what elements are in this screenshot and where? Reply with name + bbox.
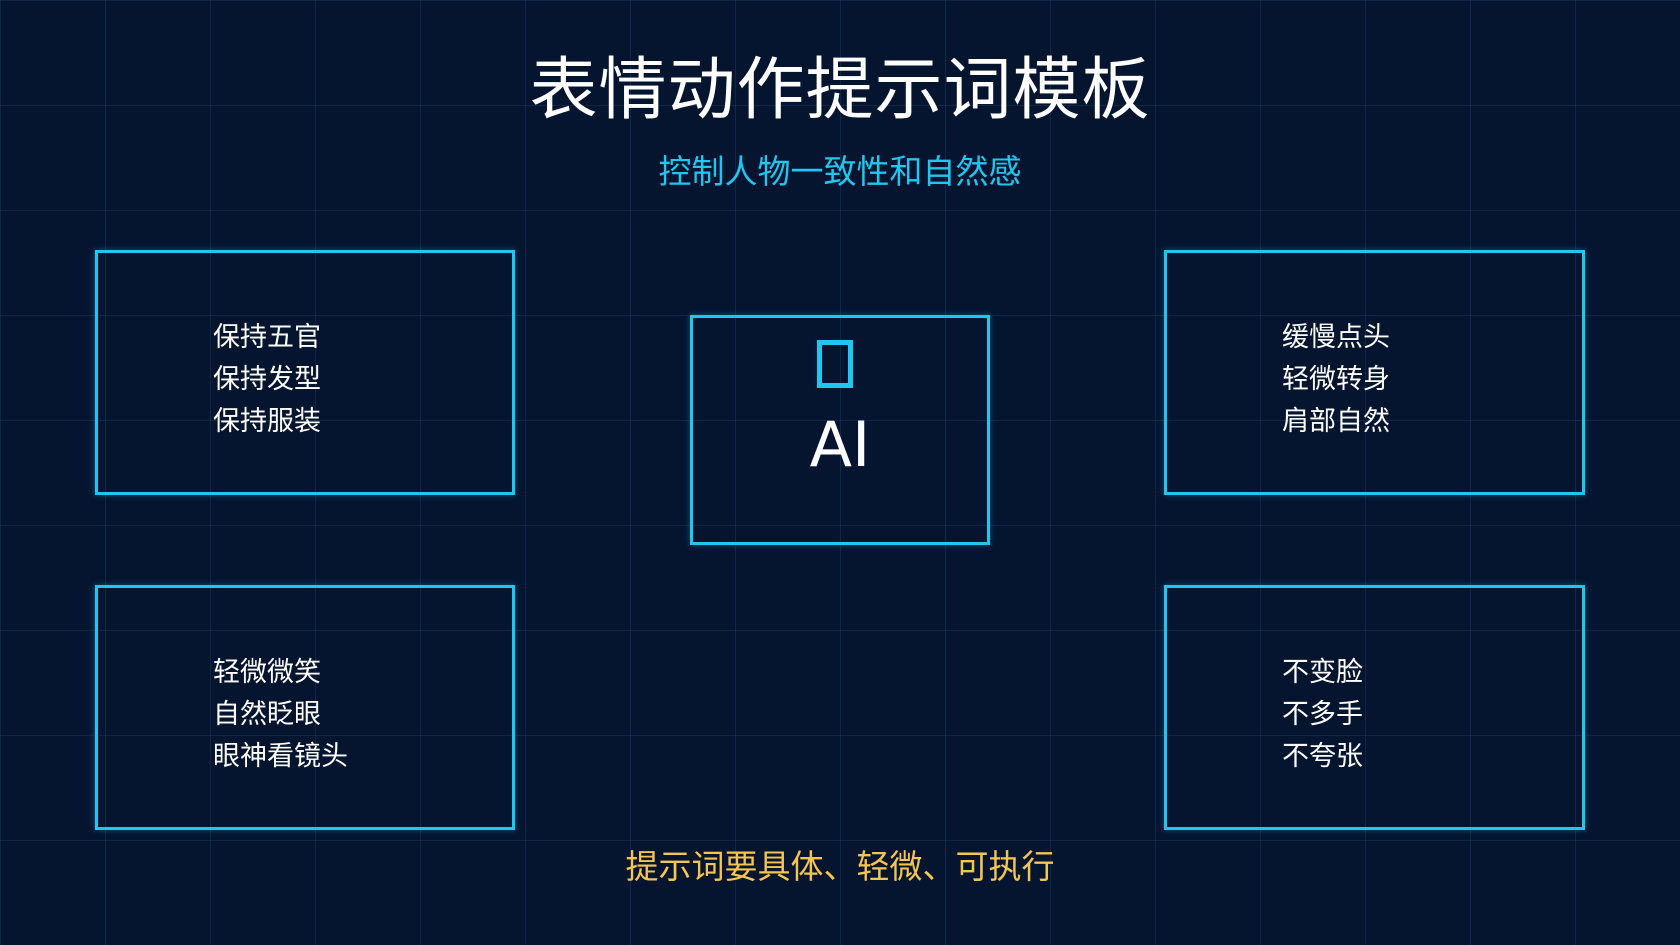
box-expression: 轻微微笑 自然眨眼 眼神看镜头 (95, 585, 515, 830)
placeholder-box-icon (817, 340, 853, 388)
center-ai-box: AI (690, 315, 990, 545)
box-avoid: 不变脸 不多手 不夸张 (1164, 585, 1585, 830)
slide-subtitle: 控制人物一致性和自然感 (658, 152, 1022, 191)
box-line: 保持发型 (213, 364, 321, 395)
box-line: 不夸张 (1282, 741, 1363, 772)
box-line: 不多手 (1282, 699, 1363, 730)
slide-footer: 提示词要具体、轻微、可执行 (625, 847, 1055, 886)
box-line: 眼神看镜头 (213, 741, 348, 772)
box-movement-lines: 缓慢点头 轻微转身 肩部自然 (1282, 317, 1390, 443)
box-line: 轻微转身 (1282, 364, 1390, 395)
box-expression-lines: 轻微微笑 自然眨眼 眼神看镜头 (213, 652, 348, 778)
box-line: 缓慢点头 (1282, 322, 1390, 353)
box-consistency-lines: 保持五官 保持发型 保持服装 (213, 317, 321, 443)
box-line: 轻微微笑 (213, 657, 321, 688)
box-avoid-lines: 不变脸 不多手 不夸张 (1282, 652, 1363, 778)
box-consistency: 保持五官 保持发型 保持服装 (95, 250, 515, 495)
center-ai-label: AI (809, 408, 871, 481)
box-line: 保持五官 (213, 322, 321, 353)
box-line: 自然眨眼 (213, 699, 321, 730)
box-line: 保持服装 (213, 406, 321, 437)
box-movement: 缓慢点头 轻微转身 肩部自然 (1164, 250, 1585, 495)
slide-title: 表情动作提示词模板 (529, 51, 1151, 130)
box-line: 肩部自然 (1282, 406, 1390, 437)
box-line: 不变脸 (1282, 657, 1363, 688)
